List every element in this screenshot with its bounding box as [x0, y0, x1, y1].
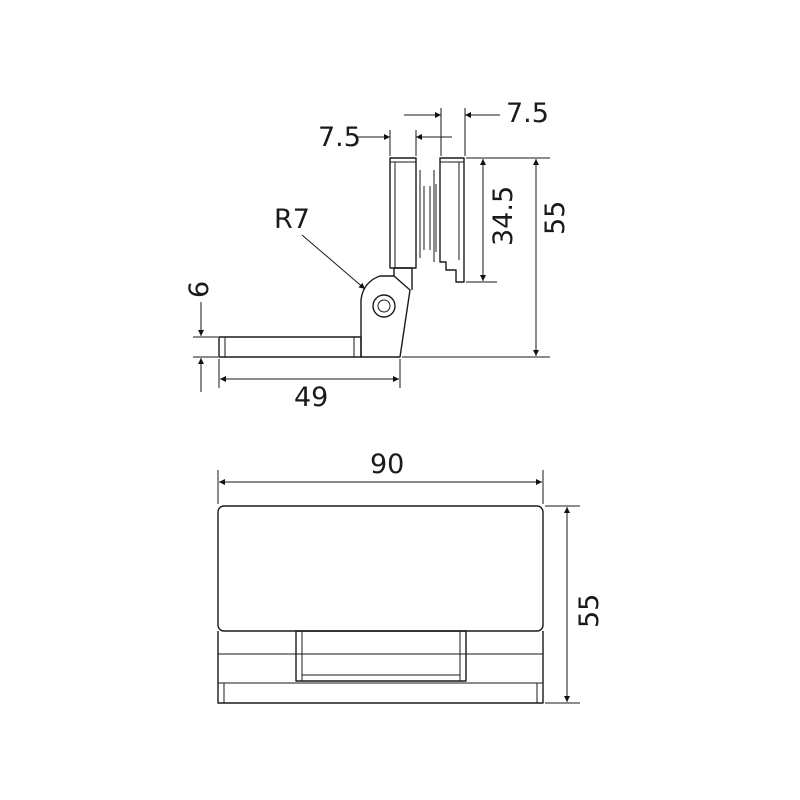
dim-height: 55	[545, 505, 605, 704]
dim-inner-height-label: 34.5	[488, 186, 519, 246]
front-view: 90 55	[217, 449, 605, 704]
hinge-body	[217, 631, 544, 704]
vertical-clamp	[389, 157, 465, 283]
pivot-pin-outer	[372, 294, 396, 318]
dim-top-left-label: 7.5	[318, 122, 361, 153]
dim-top-left: 7.5	[318, 122, 452, 156]
dim-plate-thickness: 6	[184, 281, 218, 392]
dim-total-height: 55	[402, 157, 571, 358]
dim-top-right: 7.5	[404, 98, 549, 156]
dim-plate-length-label: 49	[294, 382, 328, 413]
dim-radius: R7	[274, 204, 366, 290]
dim-top-right-label: 7.5	[506, 98, 549, 129]
dim-radius-label: R7	[274, 204, 310, 235]
center-knuckle	[295, 630, 467, 682]
dim-width-label: 90	[370, 449, 404, 480]
front-plate	[217, 505, 544, 632]
dim-width: 90	[217, 449, 544, 504]
base-plate	[218, 336, 362, 358]
hinge-knuckle	[360, 267, 413, 358]
dim-total-height-label: 55	[540, 201, 571, 235]
pivot-pin-inner	[377, 299, 391, 313]
dim-inner-height: 34.5	[466, 157, 519, 283]
side-view: 7.5 7.5 34.5 55 R7	[184, 98, 571, 413]
dim-plate-thickness-label: 6	[184, 281, 215, 298]
dim-plate-length: 49	[218, 359, 401, 413]
dim-height-label: 55	[574, 594, 605, 628]
